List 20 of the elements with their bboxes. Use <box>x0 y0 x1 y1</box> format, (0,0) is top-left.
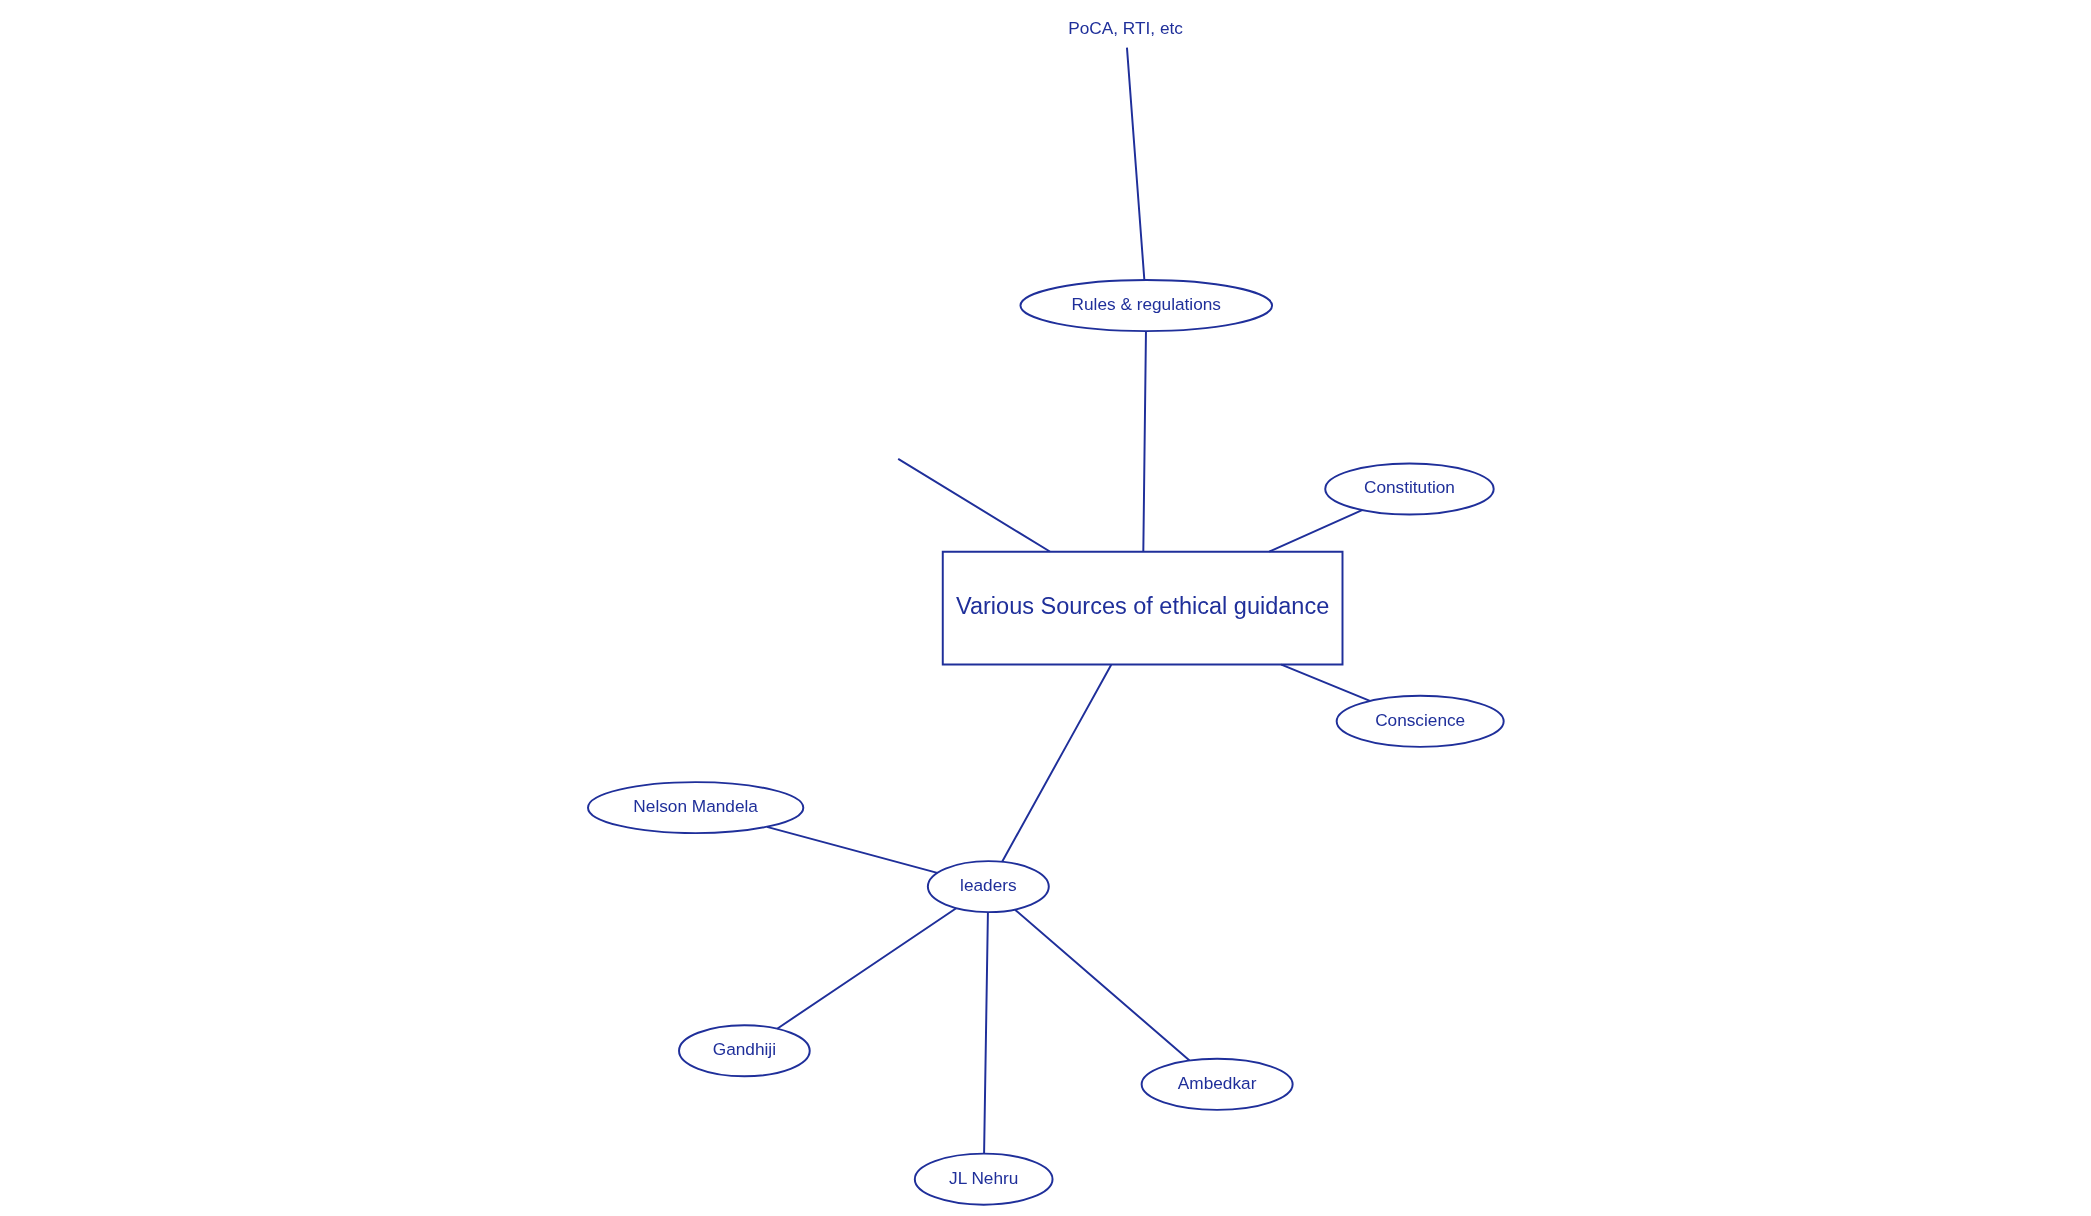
connector <box>765 825 938 874</box>
connector <box>1013 908 1191 1062</box>
node-ellipse: Ambedkar <box>1140 1057 1294 1111</box>
node-ellipse: JL Nehru <box>913 1152 1053 1206</box>
connector <box>775 907 957 1030</box>
connector <box>896 457 1051 553</box>
connector <box>1279 663 1371 702</box>
node-ellipse: Gandhiji <box>677 1024 811 1078</box>
node-ellipse: Constitution <box>1323 462 1495 516</box>
node-ellipse: Rules & regulations <box>1019 279 1273 333</box>
connector <box>1125 46 1145 281</box>
node-text: PoCA, RTI, etc <box>1067 17 1183 38</box>
node-ellipse: leaders <box>926 860 1050 914</box>
connector <box>1000 663 1112 863</box>
node-ellipse: Conscience <box>1335 694 1505 748</box>
node-box: Various Sources of ethical guidance <box>941 550 1343 666</box>
connector <box>1267 509 1363 553</box>
connector <box>982 911 989 1155</box>
node-ellipse: Nelson Mandela <box>586 781 804 835</box>
connector <box>1141 330 1147 553</box>
